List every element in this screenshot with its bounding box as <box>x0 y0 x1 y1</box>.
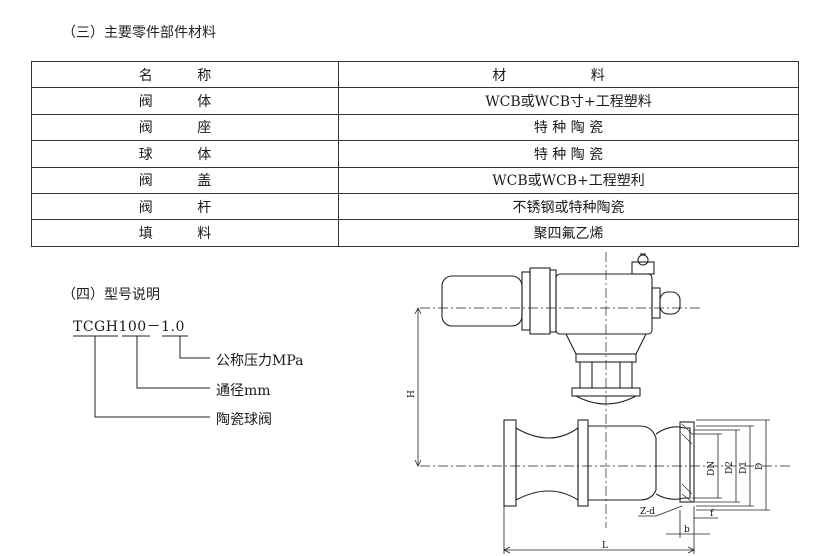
header-material: 材 料 <box>338 60 799 89</box>
material-cell: WCB或WCB+工程塑利 <box>338 166 799 194</box>
model-code: TCGH100－1.0 <box>73 319 185 335</box>
dim-label-H: H <box>407 390 417 398</box>
part-cell: 阀 体 <box>31 87 339 115</box>
left-flange <box>503 419 517 507</box>
material-cell: 聚四氟乙烯 <box>338 219 799 247</box>
dim-label-f: f <box>710 509 714 519</box>
dim-label-D1: D1 <box>739 461 749 474</box>
dim-label-L: L <box>602 541 608 551</box>
valve-drawing: H DN D2 D1 D L Z-d b f <box>407 252 790 554</box>
label-nominal-diameter: 通径mm <box>216 383 271 399</box>
dim-label-DN: DN <box>707 461 717 476</box>
section4-title: （四）型号说明 <box>62 287 160 303</box>
actuator-motor <box>441 275 523 327</box>
part-cell: 填 料 <box>31 219 339 247</box>
section3-title: （三）主要零件部件材料 <box>62 25 216 41</box>
dim-label-D: D <box>755 463 765 470</box>
right-flange <box>679 421 695 503</box>
table-header-row: 名 称 材 料 <box>31 60 799 89</box>
material-cell: WCB或WCB寸+工程塑料 <box>338 87 799 115</box>
table-row: 填 料 聚四氟乙烯 <box>31 219 799 247</box>
table-row: 阀 杆 不锈钢或特种陶瓷 <box>31 192 799 221</box>
table-row: 阀 体 WCB或WCB寸+工程塑料 <box>31 87 799 115</box>
table-row: 阀 座 特 种 陶 瓷 <box>31 113 799 142</box>
part-cell: 阀 杆 <box>31 192 339 221</box>
header-part-name: 名 称 <box>31 60 339 89</box>
dim-label-D2: D2 <box>725 461 735 474</box>
part-cell: 球 体 <box>31 140 339 168</box>
material-cell: 特 种 陶 瓷 <box>338 140 799 168</box>
dim-label-Zd: Z-d <box>640 507 655 517</box>
gearbox <box>555 273 653 335</box>
dim-label-b: b <box>684 525 690 535</box>
material-cell: 不锈钢或特种陶瓷 <box>338 192 799 221</box>
label-ceramic-ball-valve: 陶瓷球阀 <box>216 412 272 428</box>
label-nominal-pressure: 公称压力MPa <box>216 353 304 369</box>
table-row: 球 体 特 种 陶 瓷 <box>31 140 799 168</box>
materials-table: 名 称 材 料 阀 体 WCB或WCB寸+工程塑料 阀 座 特 种 陶 瓷 球 … <box>31 60 799 247</box>
